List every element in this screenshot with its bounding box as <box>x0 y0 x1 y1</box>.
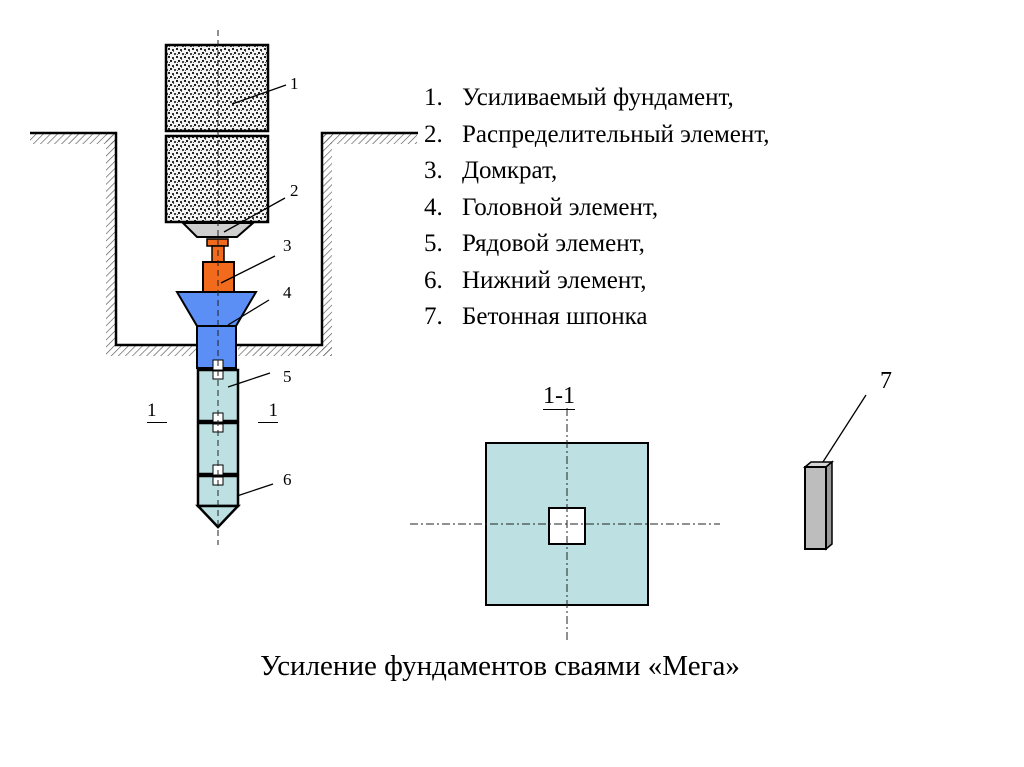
callout-7: 7 <box>880 368 892 394</box>
legend-number: 4. <box>424 193 443 221</box>
legend-label: Бетонная шпонка <box>462 303 648 330</box>
legend-number: 5. <box>424 230 443 257</box>
legend-label: Усиливаемый фундамент, <box>462 84 734 111</box>
callout-3: 3 <box>283 236 292 255</box>
legend: 1. Усиливаемый фундамент, 2. Распределит… <box>424 80 770 336</box>
legend-label: Нижний элемент, <box>462 266 647 294</box>
legend-number: 1. <box>424 84 443 111</box>
leader-lines <box>220 84 867 497</box>
head-element <box>175 291 258 369</box>
legend-item: 3. Домкрат, <box>424 153 770 190</box>
callout-6: 6 <box>283 470 292 489</box>
section-title: 1-1 <box>543 383 575 410</box>
legend-item: 4. Головной элемент, <box>424 190 770 227</box>
legend-item: 7. Бетонная шпонка <box>424 299 770 336</box>
legend-item: 2. Распределительный элемент, <box>424 117 770 154</box>
concrete-key <box>802 460 835 551</box>
callout-5: 5 <box>283 367 292 386</box>
legend-label: Домкрат, <box>462 157 558 184</box>
foundation <box>164 43 270 224</box>
section-view <box>410 408 720 640</box>
callout-2: 2 <box>290 181 299 200</box>
legend-label: Рядовой элемент, <box>462 230 645 257</box>
legend-item: 1. Усиливаемый фундамент, <box>424 80 770 117</box>
section-cut-right: 1 <box>258 400 278 423</box>
legend-label: Головной элемент, <box>462 193 659 221</box>
callout-4: 4 <box>283 283 292 302</box>
diagram-caption: Усиление фундаментов сваями «Мега» <box>260 650 740 682</box>
section-cut-left: 1 <box>147 400 167 423</box>
legend-label: Распределительный элемент, <box>462 120 770 148</box>
legend-number: 2. <box>424 120 443 148</box>
legend-number: 7. <box>424 303 443 330</box>
legend-number: 3. <box>424 157 443 184</box>
legend-number: 6. <box>424 266 443 294</box>
legend-item: 5. Рядовой элемент, <box>424 226 770 263</box>
legend-item: 6. Нижний элемент, <box>424 263 770 300</box>
callout-1: 1 <box>290 74 299 93</box>
